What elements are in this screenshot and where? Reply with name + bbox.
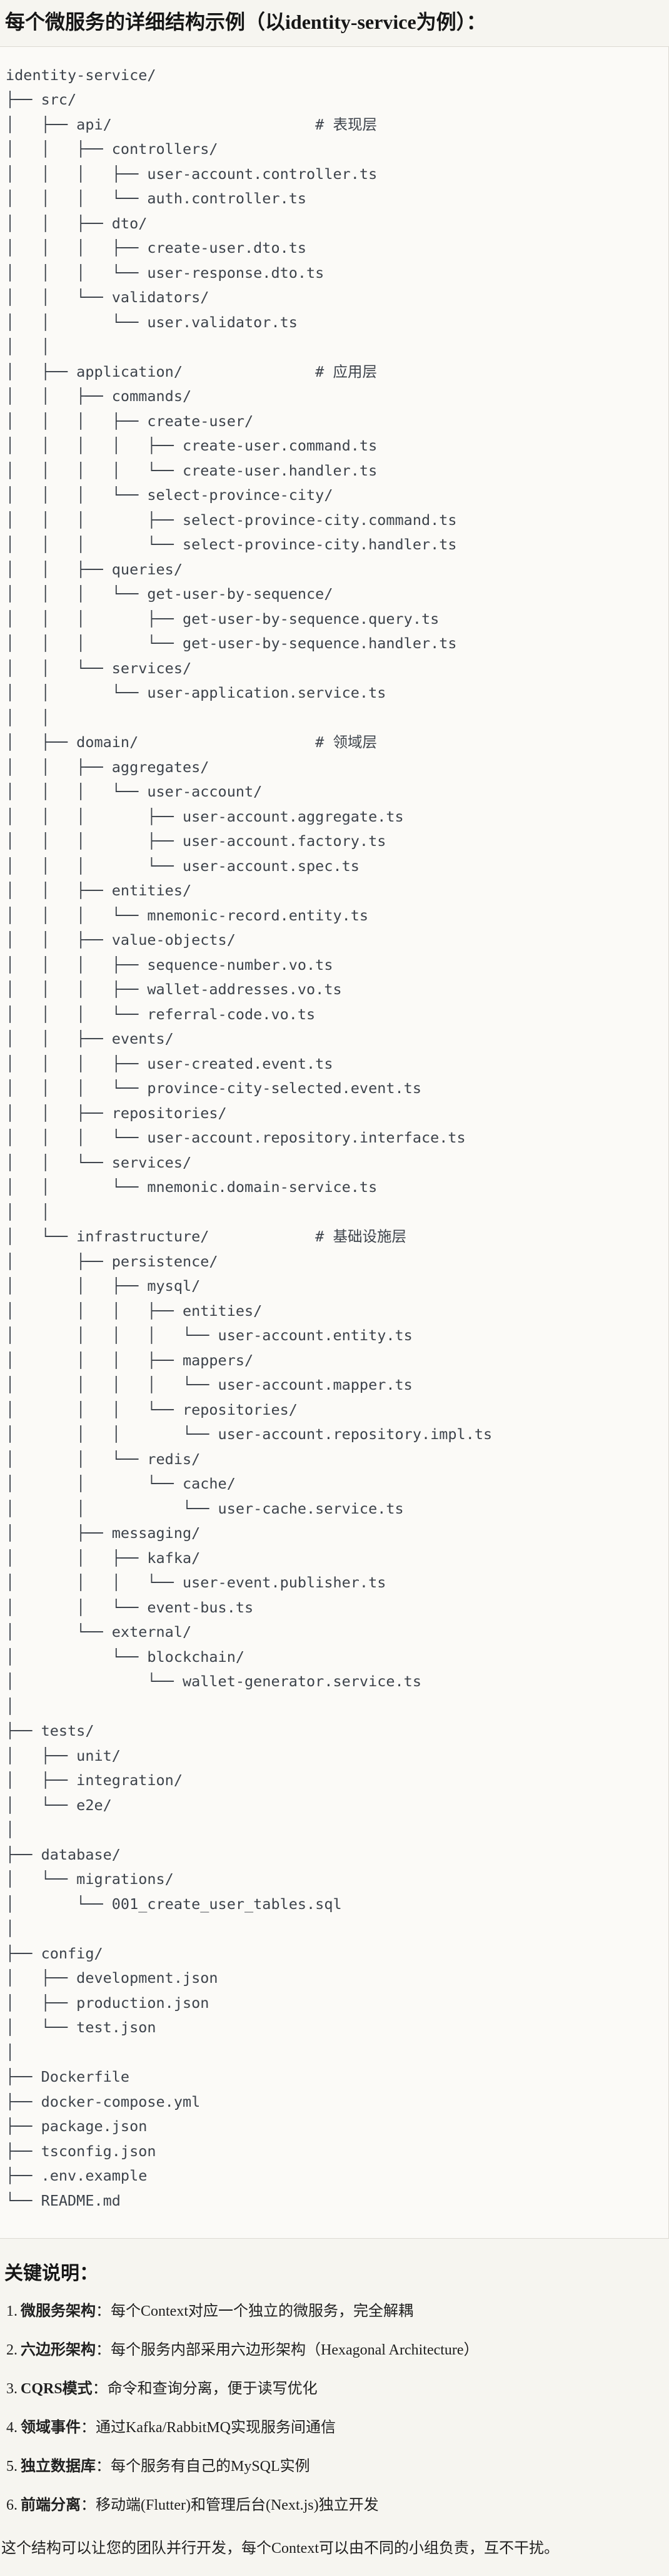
note-term: 微服务架构 bbox=[21, 2303, 96, 2320]
note-desc: 通过Kafka/RabbitMQ实现服务间通信 bbox=[96, 2420, 336, 2436]
note-number: 2. bbox=[6, 2342, 18, 2359]
note-colon: ： bbox=[96, 2458, 111, 2475]
notes-heading: 关键说明： bbox=[4, 2263, 98, 2284]
note-item: 4.领域事件：通过Kafka/RabbitMQ实现服务间通信 bbox=[6, 2418, 664, 2438]
note-item: 6.前端分离：移动端(Flutter)和管理后台(Next.js)独立开发 bbox=[6, 2495, 664, 2516]
note-number: 6. bbox=[6, 2497, 18, 2514]
note-colon: ： bbox=[92, 2381, 108, 2398]
directory-tree-code-block: identity-service/ ├── src/ │ ├── api/ # … bbox=[0, 46, 669, 2239]
note-desc: 每个Context对应一个独立的微服务，完全解耦 bbox=[111, 2303, 413, 2320]
note-desc: 移动端(Flutter)和管理后台(Next.js)独立开发 bbox=[96, 2497, 379, 2514]
note-desc: 每个服务内部采用六边形架构（Hexagonal Architecture） bbox=[111, 2342, 479, 2359]
note-desc: 命令和查询分离，便于读写优化 bbox=[107, 2381, 318, 2398]
page-title: 每个微服务的详细结构示例（以identity-service为例）： bbox=[5, 11, 486, 33]
note-colon: ： bbox=[81, 2420, 96, 2436]
note-colon: ： bbox=[96, 2342, 111, 2359]
note-term: CQRS模式 bbox=[21, 2381, 93, 2398]
note-term: 前端分离 bbox=[21, 2497, 81, 2514]
note-number: 5. bbox=[6, 2458, 18, 2475]
footer-paragraph: 这个结构可以让您的团队并行开发，每个Context可以由不同的小组负责，互不干扰… bbox=[1, 2540, 559, 2557]
note-number: 1. bbox=[6, 2303, 18, 2320]
note-desc: 每个服务有自己的MySQL实例 bbox=[111, 2458, 310, 2475]
note-item: 5.独立数据库：每个服务有自己的MySQL实例 bbox=[6, 2456, 664, 2477]
note-term: 独立数据库 bbox=[21, 2458, 96, 2475]
note-number: 4. bbox=[6, 2420, 18, 2436]
note-term: 领域事件 bbox=[21, 2420, 81, 2436]
note-colon: ： bbox=[96, 2303, 111, 2320]
note-item: 1.微服务架构：每个Context对应一个独立的微服务，完全解耦 bbox=[6, 2301, 664, 2322]
note-number: 3. bbox=[6, 2381, 18, 2398]
note-item: 2.六边形架构：每个服务内部采用六边形架构（Hexagonal Architec… bbox=[6, 2340, 664, 2361]
note-colon: ： bbox=[81, 2497, 96, 2514]
note-item: 3.CQRS模式：命令和查询分离，便于读写优化 bbox=[6, 2379, 664, 2400]
note-term: 六边形架构 bbox=[21, 2342, 96, 2359]
